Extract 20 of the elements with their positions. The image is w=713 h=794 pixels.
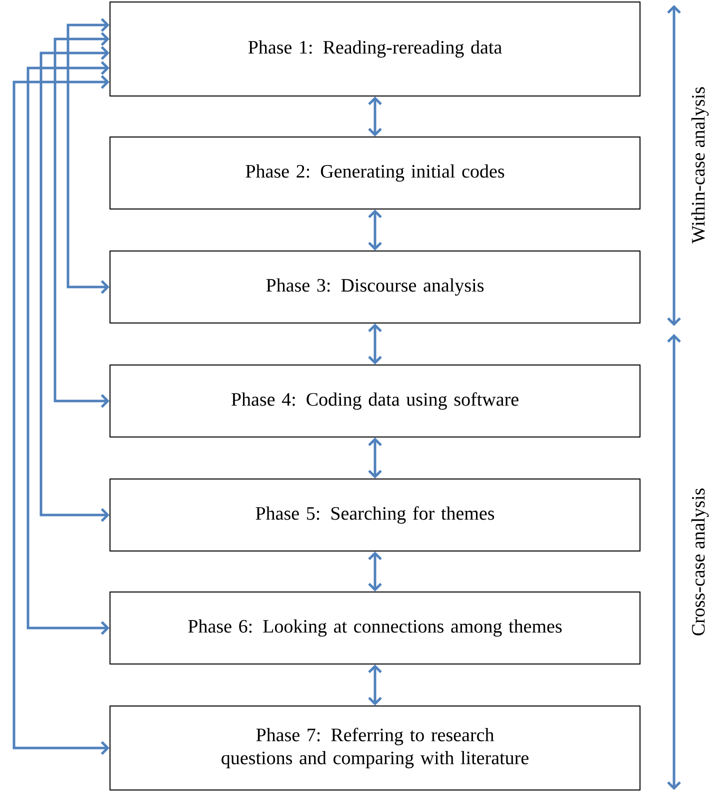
phase-box: Phase 5: Searching for themes [110,478,640,552]
arrow [368,438,382,478]
phase-box: Phase 7: Referring to research questions and comparing with literature [110,706,640,790]
arrow [40,46,110,522]
arrow [368,210,382,250]
range-label: Cross-case analysis [691,488,709,636]
phase-box: Phase 4: Coding data using software [110,364,640,438]
phase-box: Phase 3: Discourse analysis [110,250,640,324]
phase-box: Phase 1: Reading-rereading data [110,2,640,96]
arrow [368,552,382,592]
arrow [26,61,110,635]
arrow [66,18,110,294]
phase-box: Phase 6: Looking at connections among themes [110,592,640,664]
arrow [368,96,382,136]
range-label: Within-case analysis [691,87,709,244]
arrow [12,75,110,755]
arrow [368,324,382,364]
arrow [368,664,382,706]
phase-box: Phase 2: Generating initial codes [110,136,640,210]
arrow [54,32,110,408]
